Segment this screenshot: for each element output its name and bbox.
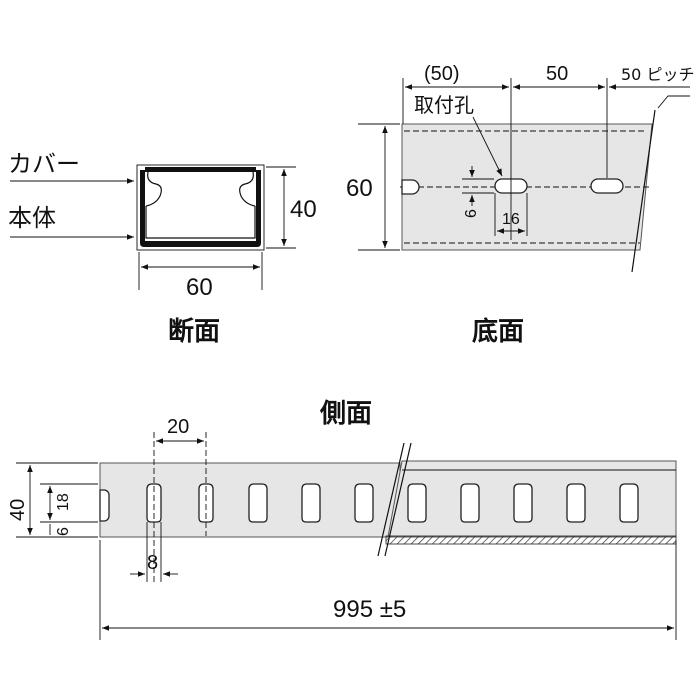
dim-bottom-offset: 6 <box>55 527 72 536</box>
dim-pitch: 50 <box>546 63 568 85</box>
break-line <box>631 109 656 273</box>
duct-body-profile <box>140 170 261 247</box>
side-edge-notch <box>99 489 110 522</box>
duct-cover-right-curl <box>239 171 256 207</box>
side-break-line-1 <box>377 442 405 557</box>
label-mount-hole: 取付孔 <box>414 93 474 117</box>
dim-hole-length: 16 <box>502 211 520 228</box>
dim-total-length: 995 ±5 <box>333 596 406 623</box>
duct-cover-top <box>145 167 256 172</box>
cross-section-view: カバー 本体 40 60 断面 <box>8 150 317 347</box>
side-slot-row <box>146 483 639 523</box>
side-view: 側面 20 <box>7 399 677 640</box>
title-bottom-view: 底面 <box>472 316 524 347</box>
dim-first-pitch: (50) <box>424 63 460 85</box>
dim-side-height: 40 <box>7 499 29 521</box>
side-slot <box>513 483 533 523</box>
side-slot <box>407 483 427 523</box>
label-body: 本体 <box>8 204 56 232</box>
edge-notch <box>401 179 420 195</box>
dim-bottom-width: 60 <box>346 175 373 202</box>
side-slot <box>619 483 639 523</box>
side-slot <box>146 483 162 523</box>
duct-inner-wall <box>145 206 256 239</box>
dim-hole-width: 6 <box>463 209 480 218</box>
dim-slot-height: 18 <box>55 493 72 511</box>
title-side-view: 側面 <box>319 399 372 429</box>
duct-outline <box>136 164 265 251</box>
dim-slot-width: 8 <box>147 552 158 574</box>
mount-hole-leader <box>472 116 503 177</box>
dim-width-60: 60 <box>186 274 213 301</box>
dim-pitch-note: 50 ピッチ <box>621 65 694 84</box>
side-slot <box>566 483 586 523</box>
side-break-line-2 <box>384 442 412 557</box>
side-base-hatch <box>385 535 677 545</box>
side-slot <box>460 483 480 523</box>
dim-slot-pitch: 20 <box>167 416 189 438</box>
side-slot <box>354 483 374 523</box>
side-slot <box>198 483 214 523</box>
duct-cover-left-curl <box>145 171 162 207</box>
title-cross-section: 断面 <box>168 316 220 347</box>
bottom-width-label-bg <box>342 172 382 200</box>
dim-height-40: 40 <box>290 196 317 223</box>
side-slot <box>301 483 321 523</box>
pitch-note-leader <box>657 95 690 109</box>
mount-hole-2 <box>590 178 624 194</box>
label-cover: カバー <box>8 150 80 178</box>
bottom-view: (50) 50 50 ピッチ 取付孔 6 16 60 底面 <box>342 63 694 347</box>
side-slot <box>248 483 268 523</box>
